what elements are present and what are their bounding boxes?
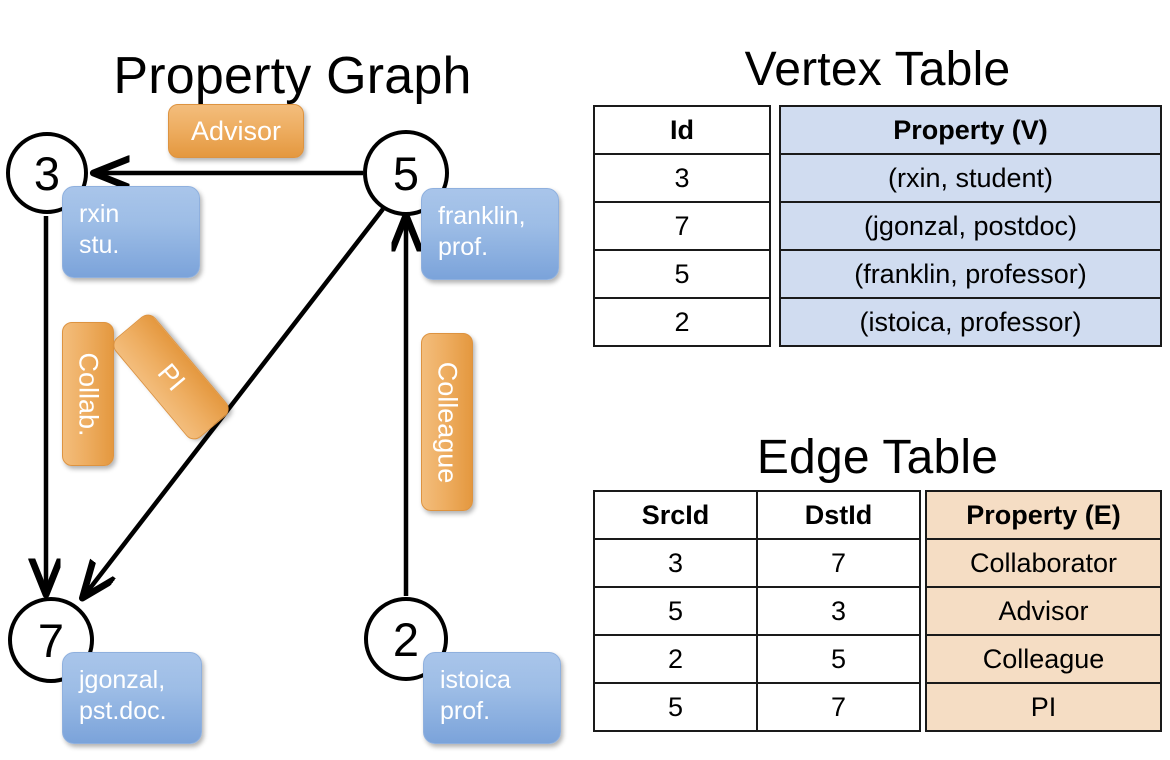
node-property-box-istoica: istoica prof. xyxy=(423,652,561,744)
vertex-id-cell: 7 xyxy=(593,201,771,251)
table-row: Advisor xyxy=(925,586,1162,636)
vertex-id-cell: 5 xyxy=(593,249,771,299)
vertex-property-cell: (istoica, professor) xyxy=(779,297,1162,347)
page-title-property-graph: Property Graph xyxy=(113,46,472,105)
vertex-table-property-column: Property (V) (rxin, student) (jgonzal, p… xyxy=(779,105,1162,347)
table-row: Colleague xyxy=(925,634,1162,684)
edge-srcid-cell: 3 xyxy=(593,538,758,588)
edge-label-advisor: Advisor xyxy=(168,104,304,158)
table-row: (rxin, student) xyxy=(779,153,1162,203)
graph-edges-layer xyxy=(0,0,585,760)
edge-label-collab: Collab. xyxy=(62,322,114,466)
node-property-box-rxin: rxin stu. xyxy=(62,186,200,278)
graph-node-7-label: 7 xyxy=(37,613,65,667)
graph-node-3-label: 3 xyxy=(33,146,61,200)
table-row: (franklin, professor) xyxy=(779,249,1162,299)
edge-dstid-cell: 3 xyxy=(756,586,921,636)
graph-node-2[interactable]: 2 xyxy=(364,597,448,681)
table-header-row: Property (E) xyxy=(925,490,1162,540)
vertex-table-header-id: Id xyxy=(593,105,771,155)
graph-node-5-label: 5 xyxy=(392,146,420,200)
table-row: (istoica, professor) xyxy=(779,297,1162,347)
edge-table-header-property: Property (E) xyxy=(925,490,1162,540)
vertex-property-cell: (jgonzal, postdoc) xyxy=(779,201,1162,251)
edge-dstid-cell: 5 xyxy=(756,634,921,684)
edge-table-id-columns: SrcId DstId 3 7 5 3 2 5 5 7 xyxy=(593,490,921,732)
node-property-box-jgonzal: jgonzal, pst.doc. xyxy=(62,652,202,744)
table-row: 3 7 xyxy=(593,538,921,588)
edge-srcid-cell: 2 xyxy=(593,634,758,684)
table-row: 2 5 xyxy=(593,634,921,684)
page-title-vertex-table: Vertex Table xyxy=(744,43,1011,97)
vertex-table-id-column: Id 3 7 5 2 xyxy=(593,105,771,347)
edge-table-header-srcid: SrcId xyxy=(593,490,758,540)
edge-label-pi-text: PI xyxy=(151,357,192,397)
node-property-box-franklin: franklin, prof. xyxy=(421,188,559,280)
table-header-row: Id xyxy=(593,105,771,155)
graph-node-2-label: 2 xyxy=(392,612,420,666)
table-row: 5 3 xyxy=(593,586,921,636)
edge-table-property-column: Property (E) Collaborator Advisor Collea… xyxy=(925,490,1162,732)
table-row: 3 xyxy=(593,153,771,203)
edge-property-cell: PI xyxy=(925,682,1162,732)
property-graph-panel: Property Graph 3 5 7 2 rxin stu. frankli… xyxy=(0,0,585,760)
edge-label-advisor-text: Advisor xyxy=(190,115,282,146)
vertex-property-cell: (franklin, professor) xyxy=(779,249,1162,299)
table-header-row: SrcId DstId xyxy=(593,490,921,540)
vertex-id-cell: 2 xyxy=(593,297,771,347)
table-row: Collaborator xyxy=(925,538,1162,588)
table-header-row: Property (V) xyxy=(779,105,1162,155)
table-row: (jgonzal, postdoc) xyxy=(779,201,1162,251)
vertex-table-header-property: Property (V) xyxy=(779,105,1162,155)
edge-label-colleague-text: Colleague xyxy=(432,361,463,483)
edge-label-colleague: Colleague xyxy=(421,333,473,511)
vertex-id-cell: 3 xyxy=(593,153,771,203)
table-row: 7 xyxy=(593,201,771,251)
edge-table-header-dstid: DstId xyxy=(756,490,921,540)
edge-dstid-cell: 7 xyxy=(756,682,921,732)
edge-label-collab-text: Collab. xyxy=(73,351,104,437)
page-title-edge-table: Edge Table xyxy=(756,431,999,485)
edge-property-cell: Collaborator xyxy=(925,538,1162,588)
edge-property-cell: Advisor xyxy=(925,586,1162,636)
vertex-property-cell: (rxin, student) xyxy=(779,153,1162,203)
edge-property-cell: Colleague xyxy=(925,634,1162,684)
edge-srcid-cell: 5 xyxy=(593,682,758,732)
table-row: PI xyxy=(925,682,1162,732)
table-row: 5 7 xyxy=(593,682,921,732)
edge-5-to-7 xyxy=(84,207,385,596)
table-row: 5 xyxy=(593,249,771,299)
table-row: 2 xyxy=(593,297,771,347)
edge-dstid-cell: 7 xyxy=(756,538,921,588)
edge-srcid-cell: 5 xyxy=(593,586,758,636)
